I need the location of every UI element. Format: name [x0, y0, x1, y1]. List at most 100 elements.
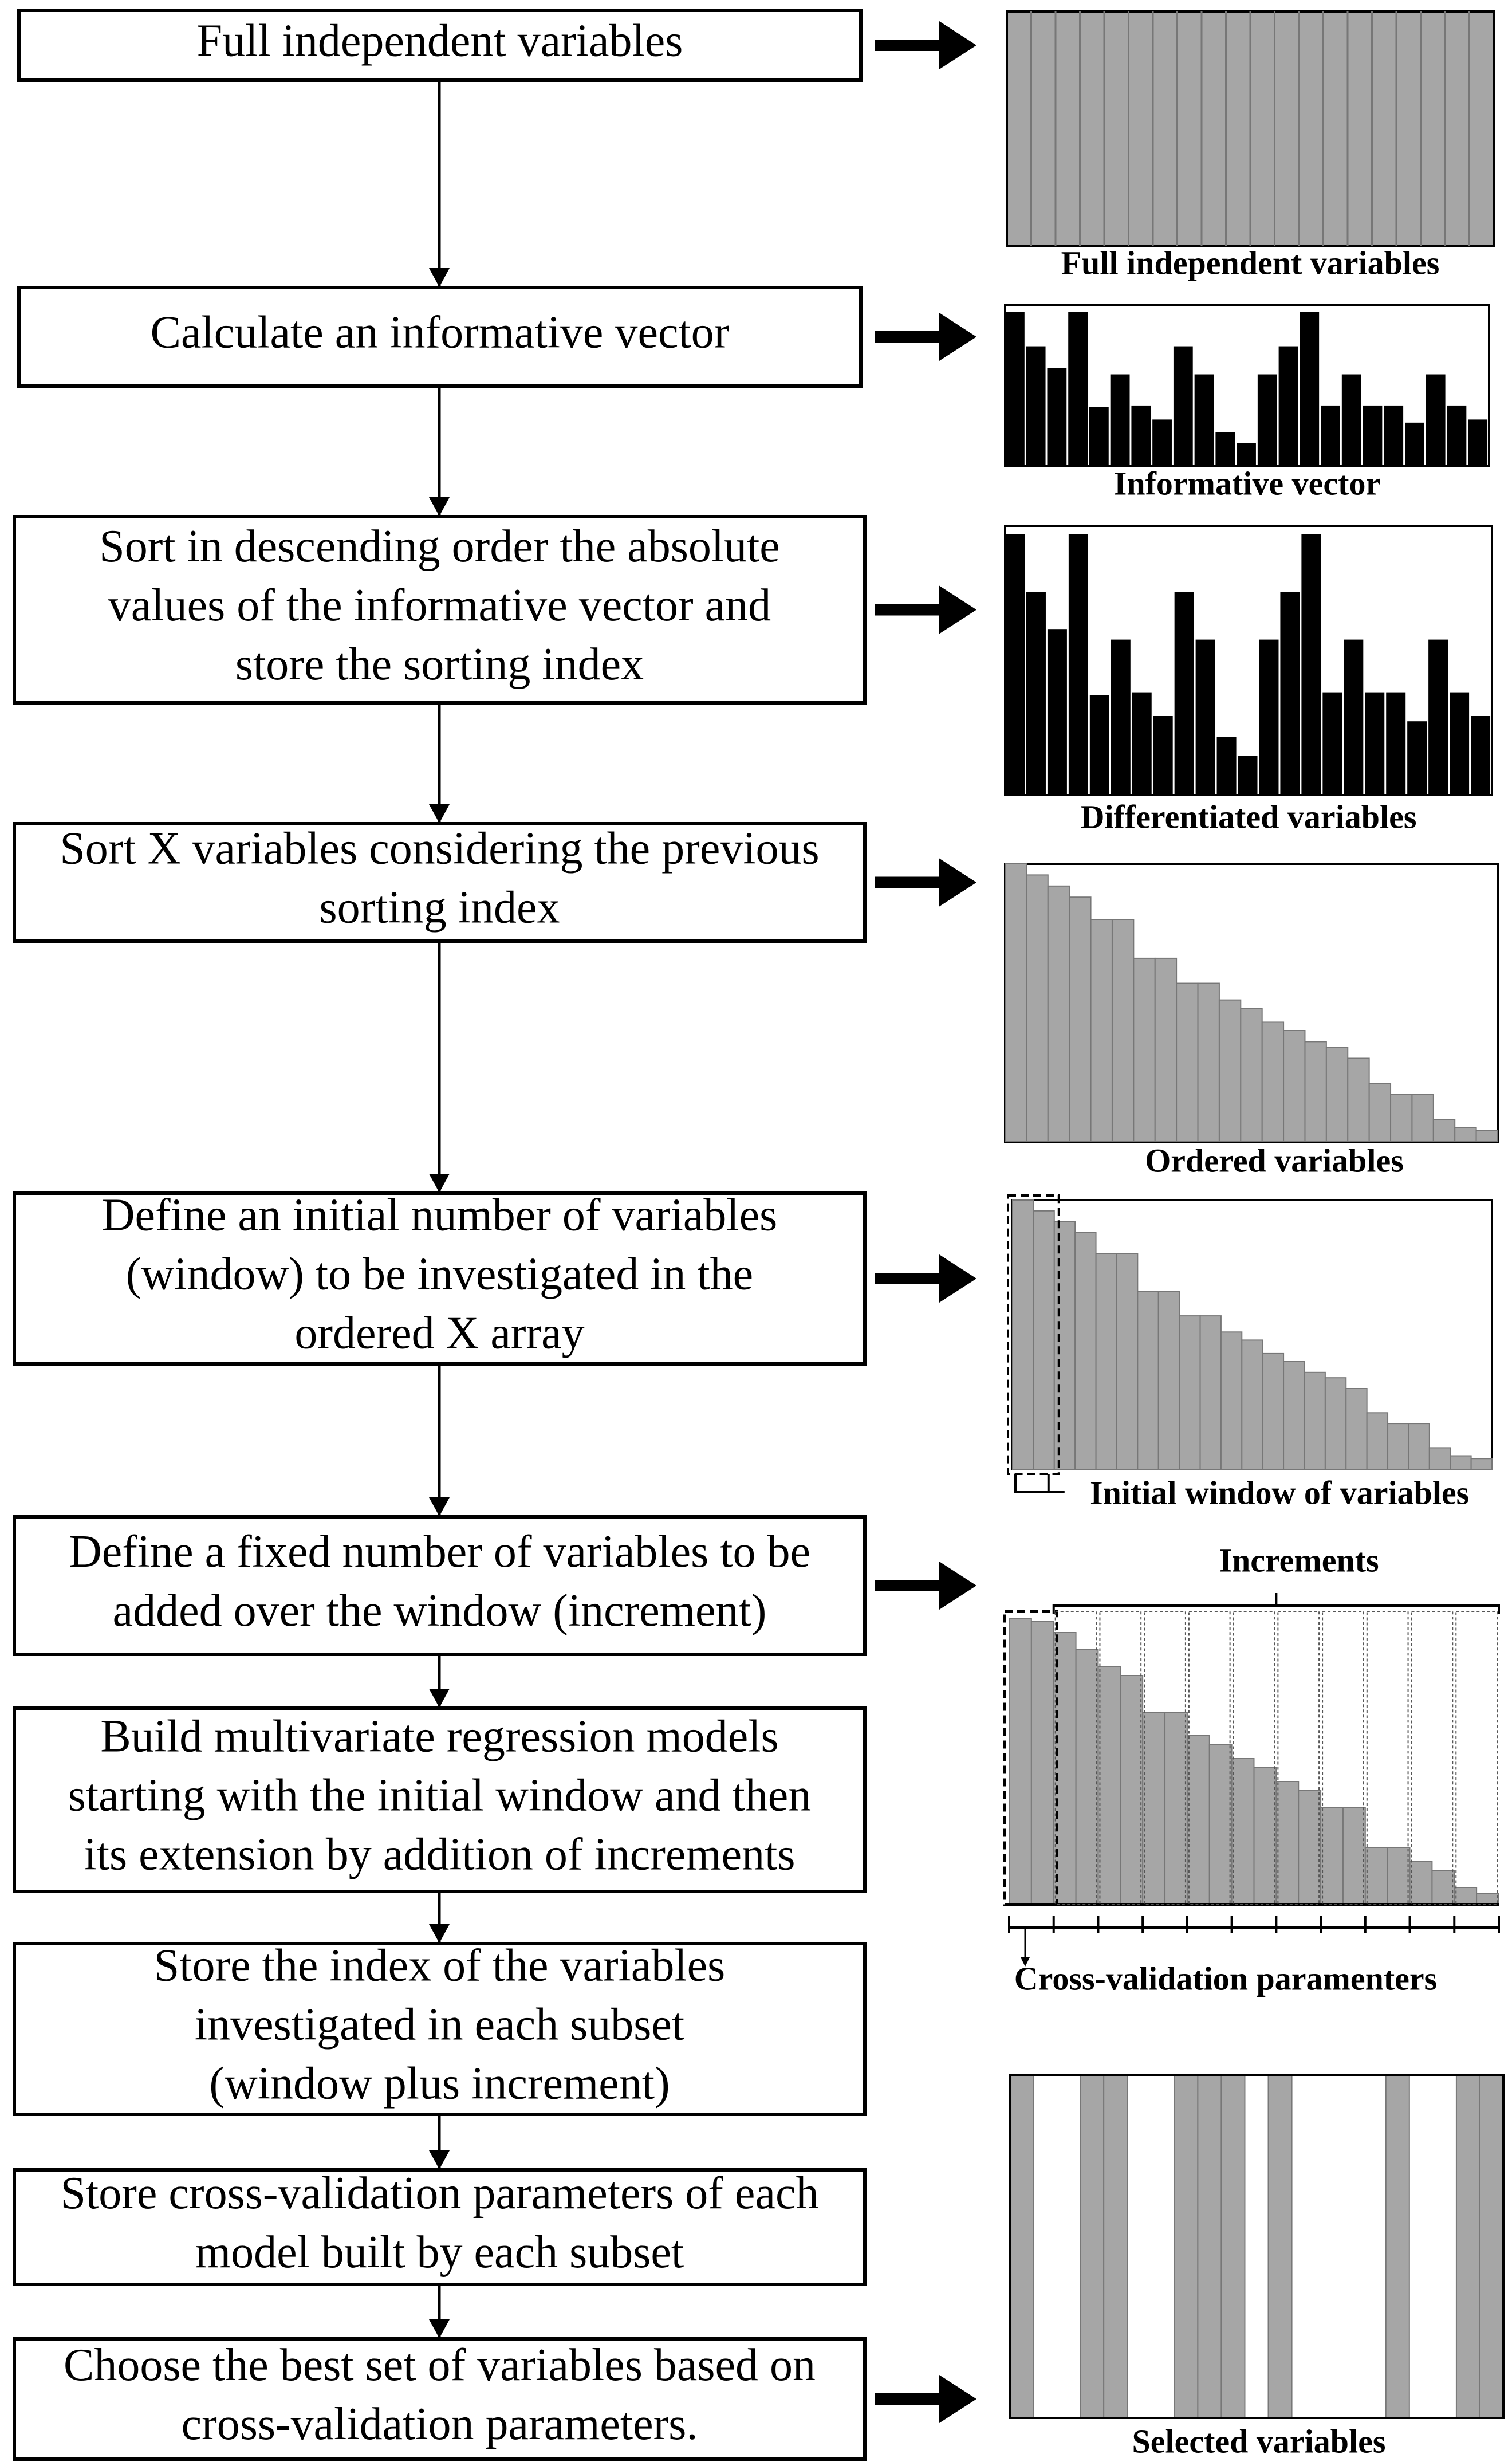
- side-arrow-3: [875, 585, 976, 634]
- increment-box: [1144, 1611, 1186, 1905]
- panel-caption: Informative vector: [1114, 465, 1380, 502]
- ordered-bar: [1298, 1790, 1322, 1905]
- selected-variable: [1385, 2075, 1410, 2418]
- vector-bar: [1386, 692, 1406, 795]
- ordered-bar: [1053, 1221, 1076, 1470]
- vector-bar: [1300, 312, 1320, 466]
- ordered-bar: [1047, 885, 1070, 1143]
- increment-box: [1233, 1611, 1275, 1905]
- ordered-bar: [1475, 1130, 1498, 1142]
- panel-caption: Selected variables: [1132, 2422, 1386, 2460]
- connector-arrowhead: [429, 2150, 450, 2169]
- vector-bar: [1068, 534, 1088, 795]
- connector-arrowhead: [429, 268, 450, 287]
- ordered-bar: [1261, 1021, 1285, 1142]
- selected-variable: [1197, 2075, 1222, 2418]
- vector-bar: [1005, 534, 1025, 795]
- ordered-bar: [1199, 1315, 1222, 1470]
- ordered-bar: [1220, 1331, 1243, 1470]
- arrow-shaft: [875, 1580, 947, 1591]
- flow-step-box: [13, 822, 867, 943]
- ordered-bar: [1218, 999, 1242, 1143]
- vector-bar: [1238, 756, 1258, 795]
- vector-bar: [1426, 374, 1446, 466]
- increment-box: [1455, 1611, 1498, 1905]
- vector-bar: [1195, 639, 1215, 795]
- vector-bar: [1194, 374, 1214, 466]
- flow-step-line: (window) to be investigated in the: [126, 1249, 753, 1299]
- vector-bar: [1089, 695, 1109, 795]
- ordered-bar: [1208, 1744, 1233, 1905]
- flow-step-line: investigated in each subset: [195, 1999, 684, 2050]
- vector-bar: [1447, 405, 1467, 466]
- ordered-bar: [1364, 1847, 1388, 1905]
- side-arrow-10: [875, 2375, 976, 2423]
- increment-box: [1099, 1611, 1142, 1905]
- vector-bar: [1216, 737, 1237, 795]
- ordered-bar: [1320, 1807, 1344, 1905]
- ordered-bar: [1476, 1893, 1500, 1905]
- vector-bar: [1341, 374, 1361, 466]
- panel-caption: Increments: [1219, 1541, 1379, 1579]
- connector-arrowhead: [429, 497, 450, 516]
- increment-box: [1411, 1611, 1454, 1905]
- panel-caption: Initial window of variables: [1090, 1474, 1469, 1511]
- vector-bar: [1089, 407, 1109, 466]
- ordered-bar: [1012, 1199, 1034, 1470]
- flow-step-line: store the sorting index: [235, 639, 644, 690]
- ordered-bar: [1176, 982, 1199, 1143]
- ordered-bar: [1454, 1127, 1477, 1142]
- initial-window-box: [1007, 1194, 1060, 1475]
- connector-arrowhead: [429, 804, 450, 823]
- vector-bar: [1111, 639, 1131, 795]
- panel-full-variables: Full independent variables: [1006, 10, 1495, 281]
- ordered-bar: [1090, 919, 1113, 1142]
- ordered-bar: [1283, 1030, 1306, 1142]
- ordered-bar: [1005, 863, 1027, 1142]
- ordered-bar: [1240, 1008, 1263, 1142]
- connector-arrowhead: [429, 1924, 450, 1943]
- increment-box: [1322, 1611, 1364, 1905]
- ordered-bar: [1409, 1861, 1433, 1905]
- ordered-bar: [1325, 1047, 1349, 1142]
- connector-arrowhead: [429, 1174, 450, 1193]
- side-arrow-5: [875, 1254, 976, 1303]
- selected-variable: [1220, 2075, 1246, 2418]
- ordered-bar: [1074, 1232, 1097, 1470]
- ordered-bar: [1387, 1847, 1411, 1905]
- arrow-shaft: [875, 604, 947, 616]
- increments-brace: [1052, 1604, 1500, 1614]
- flow-step-line: Sort in descending order the absolute: [99, 521, 780, 572]
- flow-step-box: [13, 1942, 867, 2116]
- vector-bar: [1153, 716, 1173, 795]
- arrow-head: [939, 1254, 976, 1303]
- arrow-shaft: [875, 1273, 947, 1284]
- flow-step-line: values of the informative vector and: [108, 580, 771, 631]
- arrow-shaft: [875, 331, 947, 343]
- side-arrow-2: [875, 313, 976, 361]
- arrow-head: [939, 313, 976, 361]
- ordered-bar: [1366, 1412, 1389, 1470]
- cv-pointer-head: [1021, 1957, 1030, 1967]
- ordered-bar: [1120, 1675, 1144, 1905]
- arrow-shaft: [875, 876, 947, 888]
- ordered-bar: [1411, 1094, 1434, 1143]
- panel-border: [1009, 2074, 1505, 2419]
- flow-step-3: Sort in descending order the absolute val…: [13, 515, 867, 705]
- vector-bar: [1468, 419, 1488, 466]
- flow-step-box: [17, 9, 863, 82]
- ordered-bar: [1154, 957, 1178, 1143]
- ordered-bar: [1368, 1083, 1392, 1143]
- flow-step-line: Define a fixed number of variables to be: [69, 1527, 810, 1577]
- selected-variable: [1479, 2075, 1505, 2418]
- side-arrow-4: [875, 858, 976, 907]
- flow-step-line: (window plus increment): [209, 2058, 670, 2109]
- flow-step-line: added over the window (increment): [113, 1586, 767, 1636]
- flow-step-box: [13, 2337, 867, 2461]
- flow-step-4: Sort X variables considering the previou…: [13, 822, 867, 943]
- connector-arrowhead: [429, 2319, 450, 2338]
- selected-variable: [1455, 2075, 1480, 2418]
- vector-bar: [1215, 432, 1235, 466]
